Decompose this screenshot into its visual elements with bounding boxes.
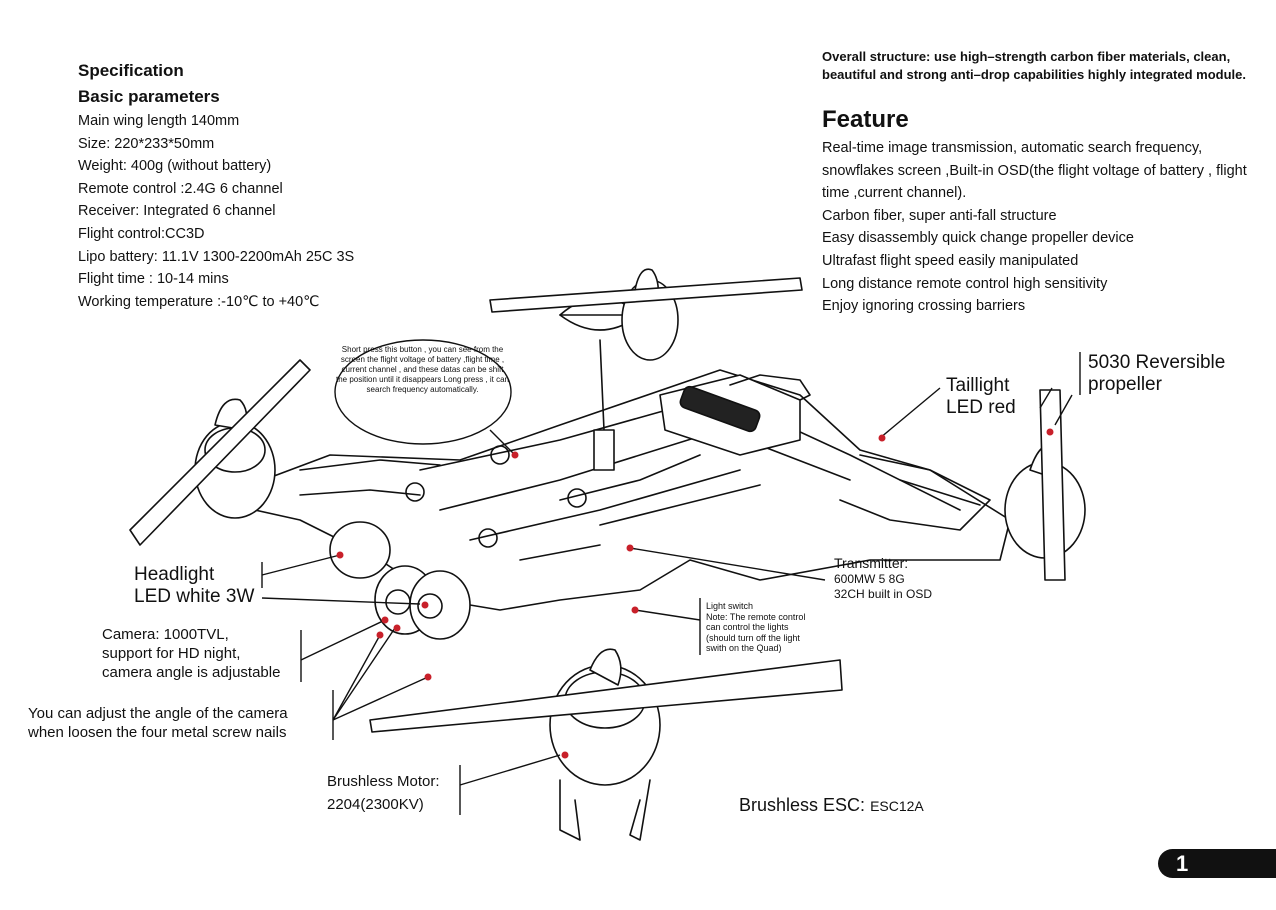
spec-title: Specification bbox=[78, 61, 184, 80]
camera-label: Camera: 1000TVL, support for HD night, c… bbox=[102, 626, 281, 681]
feature-list: Real-time image transmission, automatic … bbox=[822, 137, 1262, 318]
spec-item: Size: 220*233*50mm bbox=[78, 135, 215, 152]
transmitter-label: Transmitter: 600MW 5 8G 32CH built in OS… bbox=[834, 555, 933, 601]
spec-item: Receiver: Integrated 6 channel bbox=[78, 203, 276, 220]
osd-button-note: Short press this button , you can see fr… bbox=[336, 345, 509, 394]
camera-adjust-label: You can adjust the angle of the camera w… bbox=[28, 705, 288, 741]
headlight-marker-right bbox=[421, 601, 429, 609]
feature-item: Long distance remote control high sensit… bbox=[822, 275, 1108, 292]
screw-marker-2 bbox=[376, 631, 384, 639]
spec-list: Main wing length 140mm Size: 220*233*50m… bbox=[78, 110, 354, 313]
propeller-marker bbox=[1046, 428, 1054, 436]
spec-item: Main wing length 140mm bbox=[78, 113, 240, 129]
screw-marker-3 bbox=[424, 673, 432, 681]
camera-marker bbox=[381, 616, 389, 624]
button-marker bbox=[511, 451, 519, 459]
feature-title: Feature bbox=[822, 106, 909, 133]
feature-item: Real-time image transmission, automatic … bbox=[822, 140, 1247, 202]
propeller-label: 5030 Reversible propeller bbox=[1088, 352, 1226, 395]
headlight-label: Headlight LED white 3W bbox=[134, 564, 255, 607]
esc-label: Brushless ESC: ESC12A bbox=[739, 795, 924, 815]
spec-item: Flight time : 10-14 mins bbox=[78, 271, 229, 288]
motor-marker bbox=[561, 751, 569, 759]
spec-item: Weight: 400g (without battery) bbox=[78, 158, 272, 175]
page-number: 1 bbox=[1176, 851, 1189, 876]
transmitter-marker bbox=[626, 544, 634, 552]
feature-item: Carbon fiber, super anti-fall structure bbox=[822, 207, 1057, 224]
taillight-marker bbox=[878, 434, 886, 442]
lightswitch-marker bbox=[631, 606, 639, 614]
overall-structure-text: Overall structure: use high–strength car… bbox=[822, 49, 1246, 82]
feature-item: Easy disassembly quick change propeller … bbox=[822, 230, 1134, 247]
screw-marker-1 bbox=[393, 624, 401, 632]
motor-label: Brushless Motor: 2204(2300KV) bbox=[327, 773, 440, 813]
feature-item: Enjoy ignoring crossing barriers bbox=[822, 298, 1026, 315]
headlight-marker-left bbox=[336, 551, 344, 559]
spec-item: Remote control :2.4G 6 channel bbox=[78, 180, 283, 197]
lightswitch-label: Light switch Note: The remote control ca… bbox=[706, 601, 806, 653]
specification-block: Specification Basic parameters Main wing… bbox=[78, 58, 354, 313]
taillight-label: Taillight LED red bbox=[946, 375, 1016, 418]
spec-item: Flight control:CC3D bbox=[78, 225, 205, 242]
spec-item: Working temperature :-10℃ to +40℃ bbox=[78, 293, 320, 310]
spec-item: Lipo battery: 11.1V 1300-2200mAh 25C 3S bbox=[78, 248, 355, 265]
page-number-tab bbox=[1158, 849, 1276, 878]
spec-subtitle: Basic parameters bbox=[78, 87, 220, 106]
feature-item: Ultrafast flight speed easily manipulate… bbox=[822, 252, 1079, 269]
